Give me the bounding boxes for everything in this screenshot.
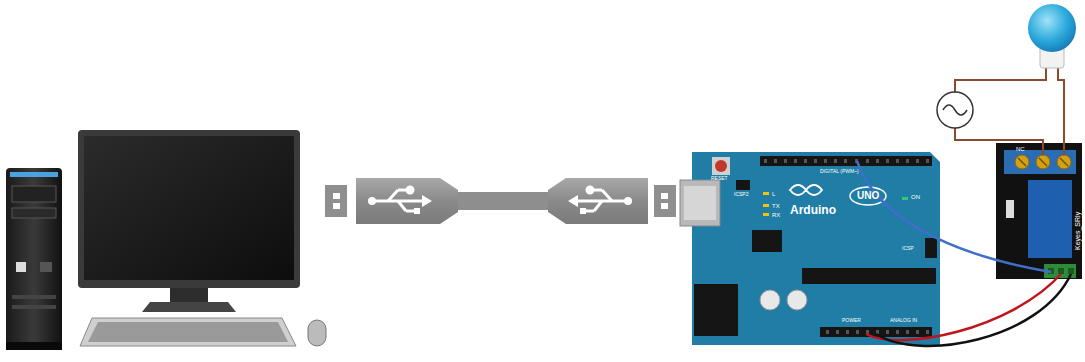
arduino-board: [680, 152, 940, 345]
led-label: TX: [772, 203, 780, 209]
relay-module: [996, 143, 1082, 279]
model-logo: UNO: [857, 191, 879, 201]
header-label: ICSP: [902, 246, 914, 251]
terminal-label: NC: [1016, 146, 1025, 152]
header-label: DIGITAL (PWM~): [820, 169, 859, 174]
board-label: ICSP2: [734, 192, 748, 197]
module-name: Keyes_SRly: [1074, 212, 1081, 250]
led-label: RX: [772, 212, 780, 218]
header-label: POWER: [842, 318, 861, 323]
header-label: ANALOG IN: [890, 318, 917, 323]
board-label: RESET: [711, 176, 728, 181]
jumper-wires: [857, 161, 1071, 346]
monitor: [78, 130, 300, 312]
bulb: [1028, 4, 1076, 68]
keyboard: [80, 318, 326, 346]
ac-source-symbol: [937, 92, 973, 128]
pc-tower: [6, 168, 62, 350]
led-label: ON: [911, 194, 920, 200]
brand-logo: Arduino: [790, 204, 836, 216]
led-label: L: [772, 191, 775, 197]
usb-cable: [325, 178, 676, 224]
